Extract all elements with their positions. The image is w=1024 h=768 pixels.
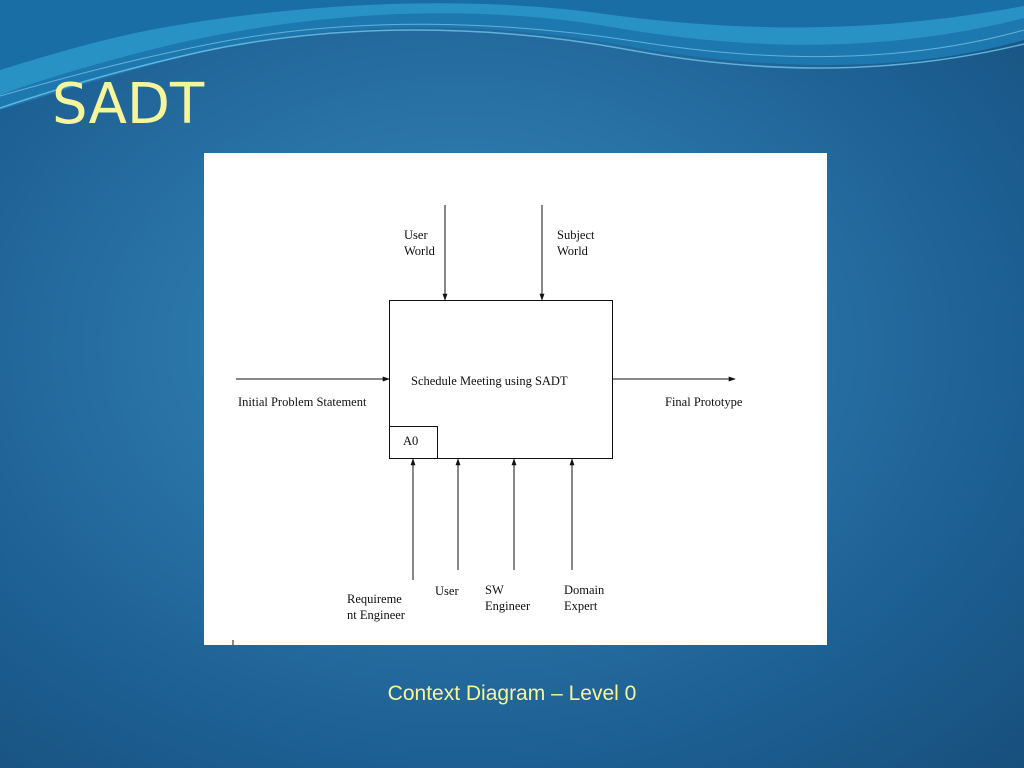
output-label: Final Prototype	[665, 395, 743, 409]
node-number: A0	[403, 434, 419, 448]
sadt-diagram: User World Subject World Schedule Meetin…	[204, 153, 827, 645]
control-label-line2: World	[557, 244, 588, 258]
mechanism-label-line2: Expert	[564, 599, 598, 613]
control-label-line1: User	[404, 228, 428, 242]
mechanism-label-sw-engineer: SW Engineer	[485, 582, 530, 614]
mechanism-label-line1: SW	[485, 583, 504, 597]
mechanism-label-line1: Domain	[564, 583, 605, 597]
diagram-lines	[232, 205, 736, 645]
mechanism-label-line1: Requireme	[347, 592, 402, 606]
input-label: Initial Problem Statement	[238, 395, 367, 409]
mechanism-label-line2: Engineer	[485, 599, 531, 613]
mechanism-label-requirement-engineer: Requireme nt Engineer	[347, 591, 405, 623]
header-wave-decoration	[0, 0, 1024, 110]
control-label-user-world: User World	[404, 227, 435, 259]
control-label-line2: World	[404, 244, 435, 258]
diagram-caption: Context Diagram – Level 0	[387, 682, 637, 705]
control-label-line1: Subject	[557, 228, 595, 242]
activity-label: Schedule Meeting using SADT	[411, 374, 568, 388]
mechanism-label-line2: nt Engineer	[347, 608, 405, 622]
mechanism-label-domain-expert: Domain Expert	[564, 582, 604, 614]
control-label-subject-world: Subject World	[557, 227, 595, 259]
slide-title: SADT	[52, 72, 205, 137]
mechanism-label-user: User	[435, 583, 459, 599]
mechanism-label-line1: User	[435, 584, 459, 598]
